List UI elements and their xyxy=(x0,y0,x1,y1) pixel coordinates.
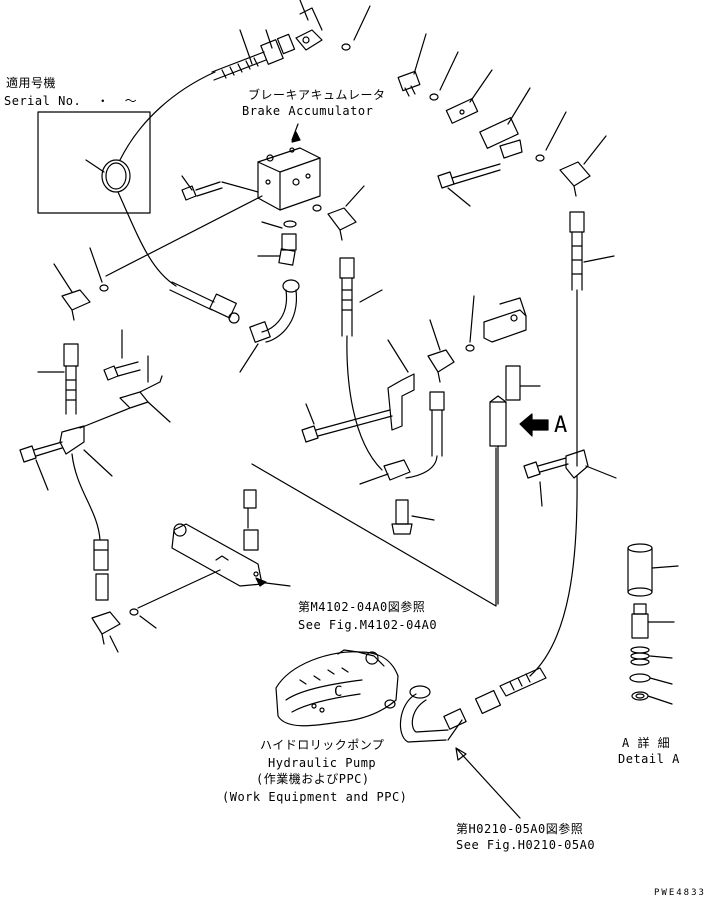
hose-section xyxy=(405,391,445,479)
pump-sub-label-jp: (作業機およびPPC) xyxy=(256,772,370,786)
clamp xyxy=(565,449,617,479)
ref-arrow xyxy=(455,747,521,819)
view-arrow xyxy=(519,413,549,437)
detail-a-cylinder xyxy=(627,543,679,597)
left-vertical-hose xyxy=(37,343,79,415)
brake-accumulator-label-jp: ブレーキアキュムレータ xyxy=(248,88,386,102)
o-ring xyxy=(129,608,139,616)
spacer xyxy=(489,395,507,605)
valve-bracket xyxy=(469,295,527,343)
connector xyxy=(261,221,297,251)
right-elbow xyxy=(559,135,607,197)
pump-port-label: C xyxy=(334,684,342,700)
bolt xyxy=(391,499,435,535)
pump-sub-label-en: (Work Equipment and PPC) xyxy=(222,790,408,804)
detail-a-washer xyxy=(629,673,673,705)
clamp-bracket xyxy=(119,355,171,423)
bolt xyxy=(181,175,259,201)
bolt xyxy=(301,403,393,443)
pump-tube xyxy=(399,685,467,743)
detail-a-label-jp: A 詳 細 xyxy=(622,736,671,750)
right-vertical-hose xyxy=(569,211,615,467)
connector xyxy=(243,529,259,551)
valve-fitting xyxy=(445,69,493,124)
pump-label-en: Hydraulic Pump xyxy=(268,756,377,770)
top-hose xyxy=(119,29,296,161)
bent-tube xyxy=(239,279,300,373)
o-ring xyxy=(465,344,475,352)
hose-end xyxy=(474,667,547,715)
o-ring xyxy=(283,220,297,228)
o-ring xyxy=(99,284,109,292)
left-elbow xyxy=(53,263,91,321)
view-label-a: A xyxy=(554,413,567,438)
drawing-code: PWE4833 xyxy=(654,888,706,898)
hydraulic-pump xyxy=(275,649,399,727)
detail-a-label-en: Detail A xyxy=(618,752,680,766)
pump-label-jp: ハイドロリックポンプ xyxy=(260,738,385,752)
figure-ref-2-en: See Fig.H0210-05A0 xyxy=(456,838,596,852)
serial-box xyxy=(37,111,151,214)
check-valve xyxy=(479,87,531,159)
bolt xyxy=(437,163,501,207)
manifold-block xyxy=(171,523,291,587)
reference-leader xyxy=(251,447,497,607)
bracket xyxy=(387,339,415,431)
clamp xyxy=(59,407,131,477)
o-ring xyxy=(341,43,351,51)
bolt xyxy=(523,457,569,507)
flex-hose xyxy=(529,475,578,677)
nipple xyxy=(505,365,541,401)
connector xyxy=(243,489,257,529)
brake-accumulator-block xyxy=(257,123,321,211)
detail-a-plunger xyxy=(631,603,675,639)
bolt xyxy=(19,441,63,491)
elbow-fitting xyxy=(327,185,365,241)
o-ring xyxy=(429,93,439,101)
flex-hose xyxy=(71,453,101,541)
connector xyxy=(257,248,296,266)
clamp xyxy=(359,459,411,485)
brake-accumulator-label-en: Brake Accumulator xyxy=(242,104,374,118)
adapter-fitting xyxy=(397,33,427,97)
hose-end xyxy=(93,539,109,601)
o-ring xyxy=(535,154,545,162)
o-ring xyxy=(312,204,322,212)
long-hose xyxy=(117,191,240,324)
figure-ref-1-jp: 第M4102-04A0図参照 xyxy=(298,600,426,614)
serial-label-jp: 適用号機 xyxy=(6,76,57,90)
bolt xyxy=(103,329,141,381)
elbow-fitting xyxy=(427,319,455,383)
figure-ref-1-en: See Fig.M4102-04A0 xyxy=(298,618,438,632)
serial-label-en: Serial No. ・ ～ xyxy=(4,94,138,108)
top-elbow xyxy=(295,0,323,51)
detail-a-spring xyxy=(630,646,673,666)
lower-left-elbow xyxy=(91,611,121,653)
middle-hose xyxy=(339,257,383,471)
hose-coil xyxy=(85,159,131,193)
figure-ref-2-jp: 第H0210-05A0図参照 xyxy=(456,822,584,836)
